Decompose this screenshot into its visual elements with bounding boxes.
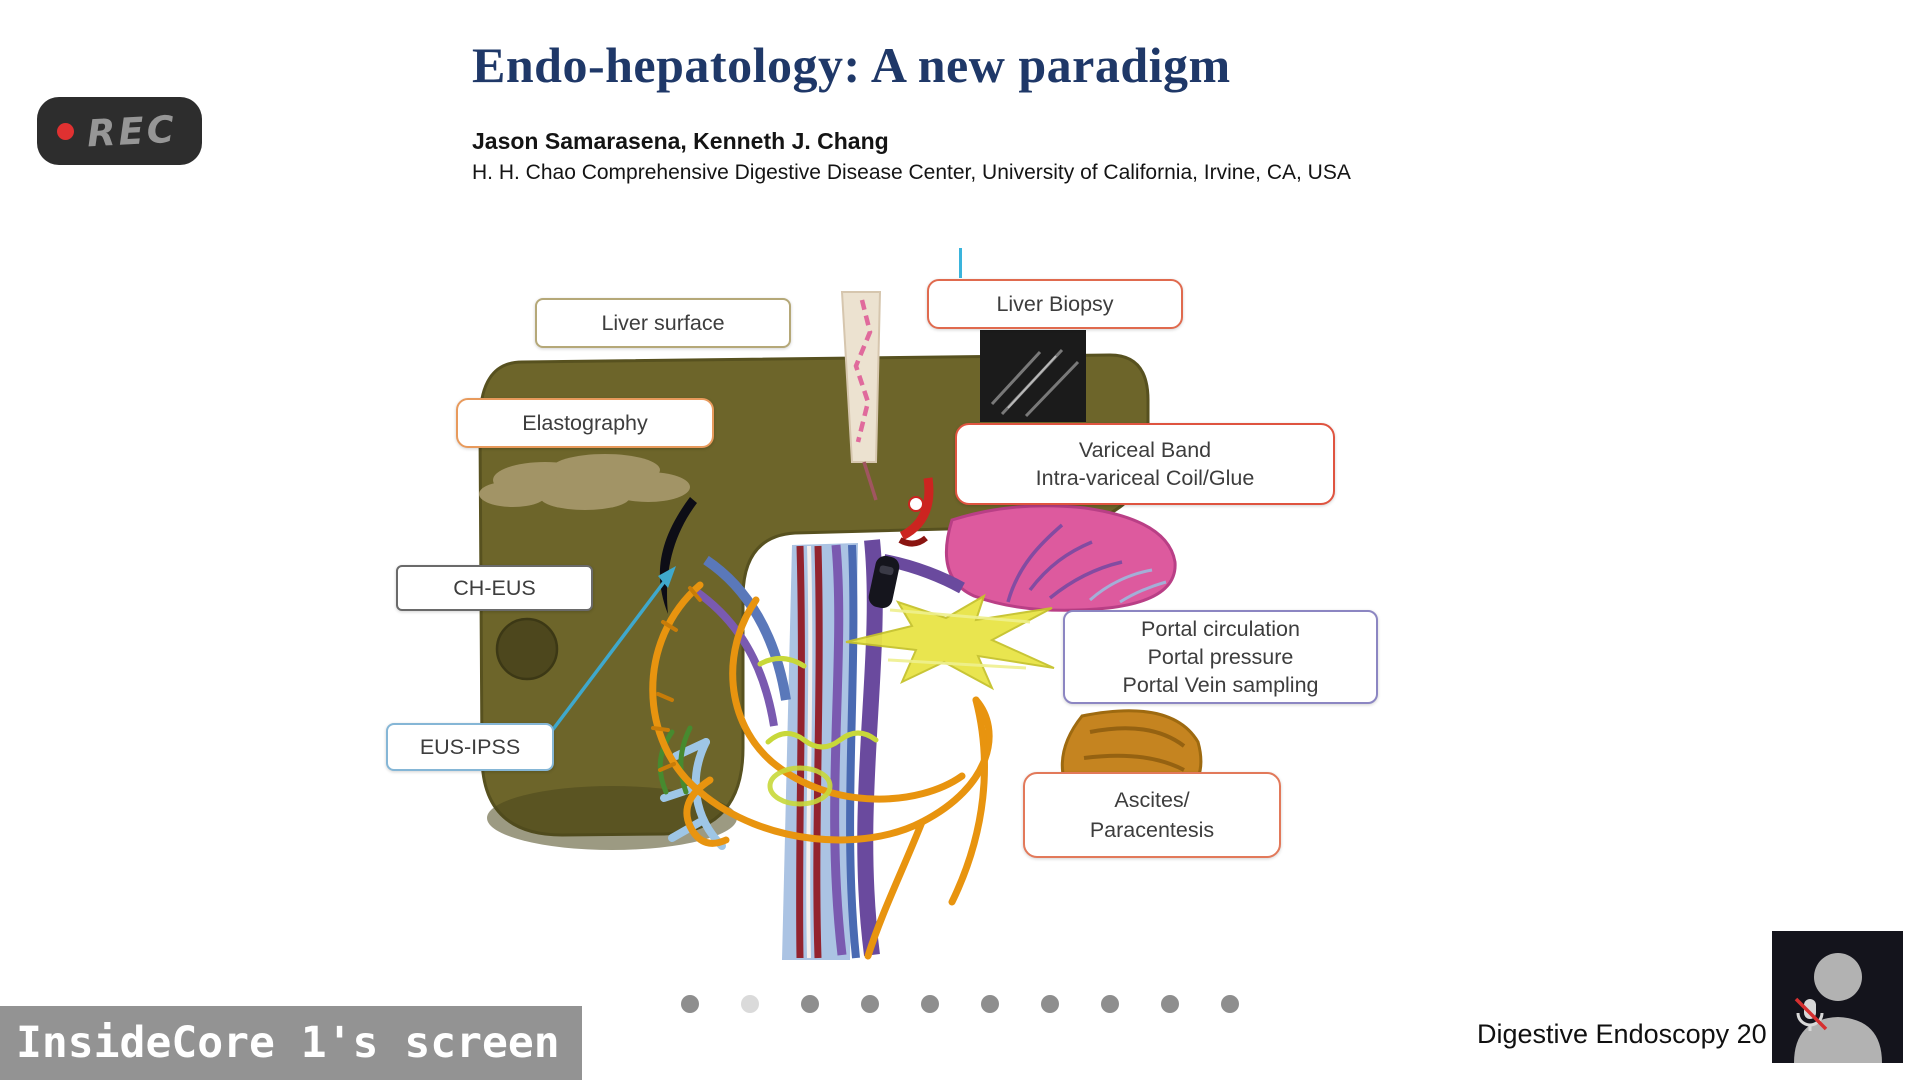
- callout-label: EUS-IPSS: [419, 735, 521, 759]
- callout-line: Ascites/: [1114, 788, 1190, 812]
- recording-label: REC: [85, 107, 178, 155]
- callout-label: Liver surface: [601, 311, 725, 335]
- slide-dot-3[interactable]: [801, 995, 819, 1013]
- bile-duct-loops: [649, 581, 993, 960]
- eus-ipss-arrow: [543, 566, 676, 742]
- callout-line: Variceal Band: [1078, 438, 1212, 462]
- callout-line: Portal Vein sampling: [1122, 673, 1319, 697]
- callout-liver-surface: Liver surface: [535, 298, 791, 348]
- callout-line: Intra-variceal Coil/Glue: [1035, 466, 1255, 490]
- slide-dots: [681, 995, 1239, 1013]
- callout-line: Portal pressure: [1147, 645, 1294, 669]
- record-dot-icon: [57, 122, 74, 140]
- scope-crescent: [659, 497, 697, 614]
- callout-line: Portal circulation: [1141, 617, 1300, 641]
- elastography-patch: [479, 454, 690, 510]
- screen-share-banner: InsideCore 1's screen: [0, 1006, 582, 1080]
- ch-eus-lesion: [495, 617, 559, 681]
- callout-line: Paracentesis: [1089, 818, 1215, 842]
- slide-dot-6[interactable]: [981, 995, 999, 1013]
- mic-muted-icon: [1794, 997, 1828, 1031]
- slide-affiliation: H. H. Chao Comprehensive Digestive Disea…: [472, 161, 1351, 184]
- recording-indicator[interactable]: REC: [37, 97, 202, 165]
- callout-ascites: Ascites/ Paracentesis: [1023, 772, 1281, 858]
- slide-authors: Jason Samarasena, Kenneth J. Chang: [472, 128, 889, 154]
- slide-dot-5[interactable]: [921, 995, 939, 1013]
- ultrasound-image: [980, 330, 1086, 422]
- avatar: [1794, 953, 1882, 1063]
- slide-dot-2[interactable]: [741, 995, 759, 1013]
- slide-title: Endo-hepatology: A new paradigm: [472, 37, 1231, 93]
- callout-elastography: Elastography: [456, 398, 714, 448]
- variceal-band-icon: [898, 477, 934, 547]
- callout-ch-eus: CH-EUS: [396, 565, 593, 611]
- callout-label: CH-EUS: [453, 576, 536, 600]
- journal-credit: Digestive Endoscopy 20: [1477, 1019, 1767, 1049]
- text-caret: [959, 248, 962, 278]
- webcam-tile[interactable]: [1772, 931, 1903, 1063]
- biopsy-needle: [840, 291, 882, 501]
- slide-dot-9[interactable]: [1161, 995, 1179, 1013]
- callout-portal: Portal circulation Portal pressure Porta…: [1063, 610, 1378, 704]
- callout-liver-biopsy: Liver Biopsy: [927, 279, 1183, 329]
- slide-dot-4[interactable]: [861, 995, 879, 1013]
- callout-label: Elastography: [522, 411, 648, 435]
- echoendoscope-tip: [868, 555, 900, 609]
- slide-dot-10[interactable]: [1221, 995, 1239, 1013]
- callout-variceal-band: Variceal Band Intra-variceal Coil/Glue: [955, 423, 1335, 505]
- slide-dot-7[interactable]: [1041, 995, 1059, 1013]
- callout-eus-ipss: EUS-IPSS: [386, 723, 554, 771]
- screen-share-label: InsideCore 1's screen: [16, 1018, 560, 1068]
- slide-dot-8[interactable]: [1101, 995, 1119, 1013]
- callout-label: Liver Biopsy: [996, 292, 1114, 316]
- slide-dot-1[interactable]: [681, 995, 699, 1013]
